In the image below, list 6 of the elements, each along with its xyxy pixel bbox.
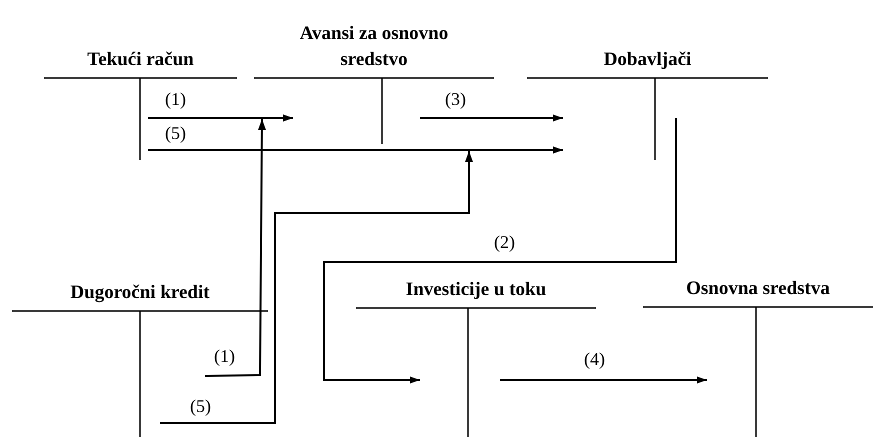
account-title: Osnovna sredstva — [686, 277, 830, 301]
account-title: Dobavljači — [604, 48, 692, 72]
account-title: Tekući račun — [87, 48, 194, 72]
account-title: Investicije u toku — [406, 278, 546, 302]
account-title: Avansi za osnovno sredstvo — [298, 22, 450, 72]
account-title: Dugoročni kredit — [70, 281, 210, 305]
